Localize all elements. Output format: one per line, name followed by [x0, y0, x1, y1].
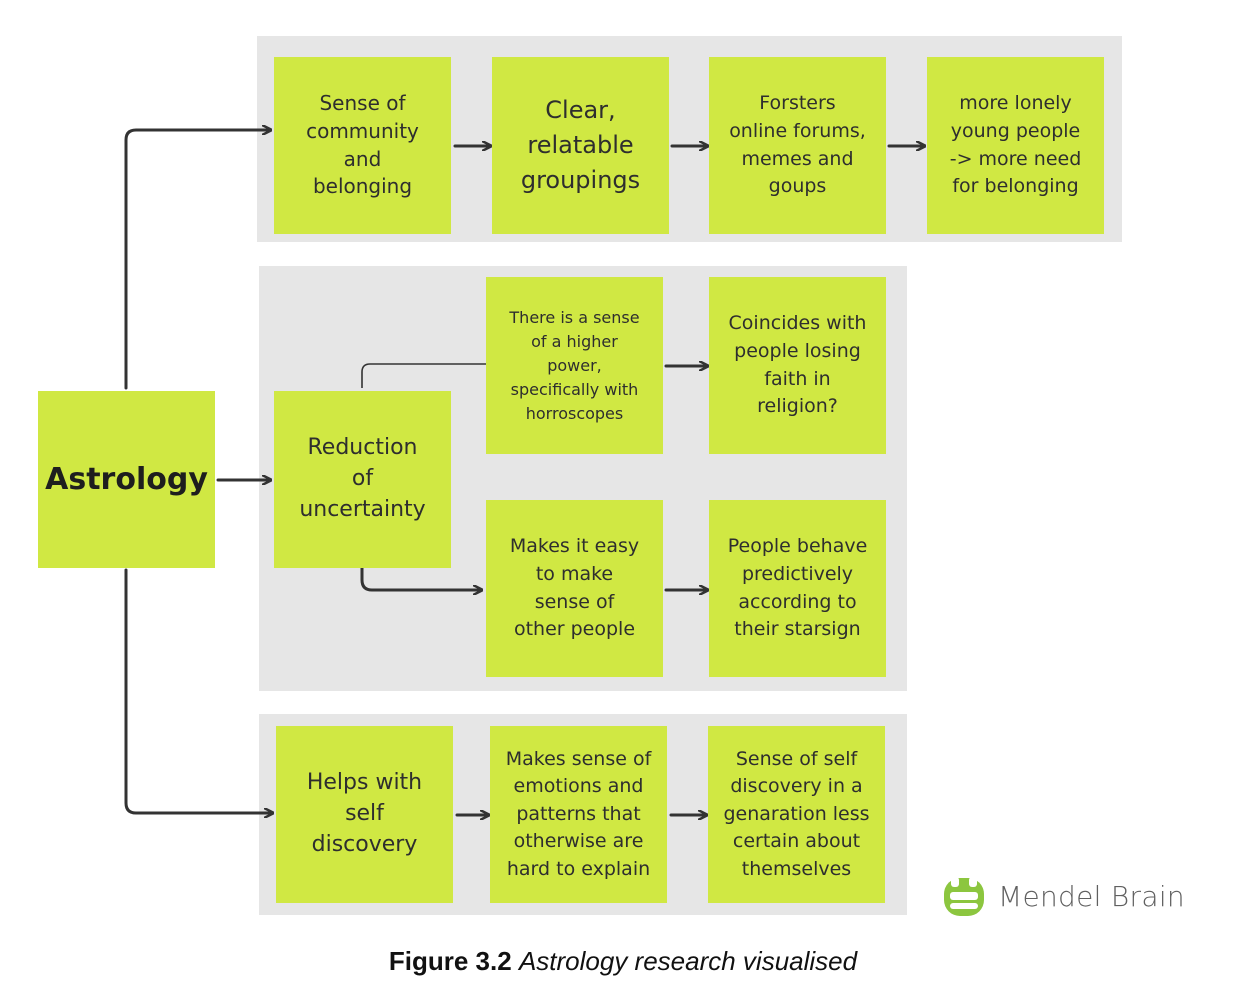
mendel-brain-logo-icon [944, 877, 984, 916]
node-sense-of-others: Makes it easy to make sense of other peo… [486, 500, 663, 677]
figure-caption: Figure 3.2 Astrology research visualised [0, 946, 1246, 977]
mendel-brain-logo: Mendel Brain [940, 872, 1185, 920]
arrow-root-to-community [124, 130, 270, 390]
arrow-uncertainty-lower [360, 566, 481, 590]
figure-number: Figure 3.2 [388, 946, 512, 976]
figure-title: Astrology research visualised [518, 946, 858, 976]
node-online-forums: Forsters online forums, memes and goups [709, 57, 886, 234]
arrow-uncertainty-upper [361, 364, 496, 388]
mendel-brain-logo-text: Mendel Brain [998, 879, 1185, 913]
node-clear-groupings: Clear, relatable groupings [492, 57, 669, 234]
astrology-root-node: Astrology [38, 391, 215, 568]
node-lonely-young-people: more lonely young people -> more need fo… [927, 57, 1104, 234]
node-behave-predictively: People behave predictively according to … [709, 500, 886, 677]
node-reduction-of-uncertainty: Reduction of uncertainty [274, 391, 451, 568]
node-losing-faith: Coincides with people losing faith in re… [709, 277, 886, 454]
node-self-discovery-generation: Sense of self discovery in a genaration … [708, 726, 885, 903]
node-higher-power: There is a sense of a higher power, spec… [486, 277, 663, 454]
arrow-root-to-self [124, 568, 272, 813]
node-helps-self-discovery: Helps with self discovery [276, 726, 453, 903]
node-emotions-patterns: Makes sense of emotions and patterns tha… [490, 726, 667, 903]
node-sense-of-community: Sense of community and belonging [274, 57, 451, 234]
